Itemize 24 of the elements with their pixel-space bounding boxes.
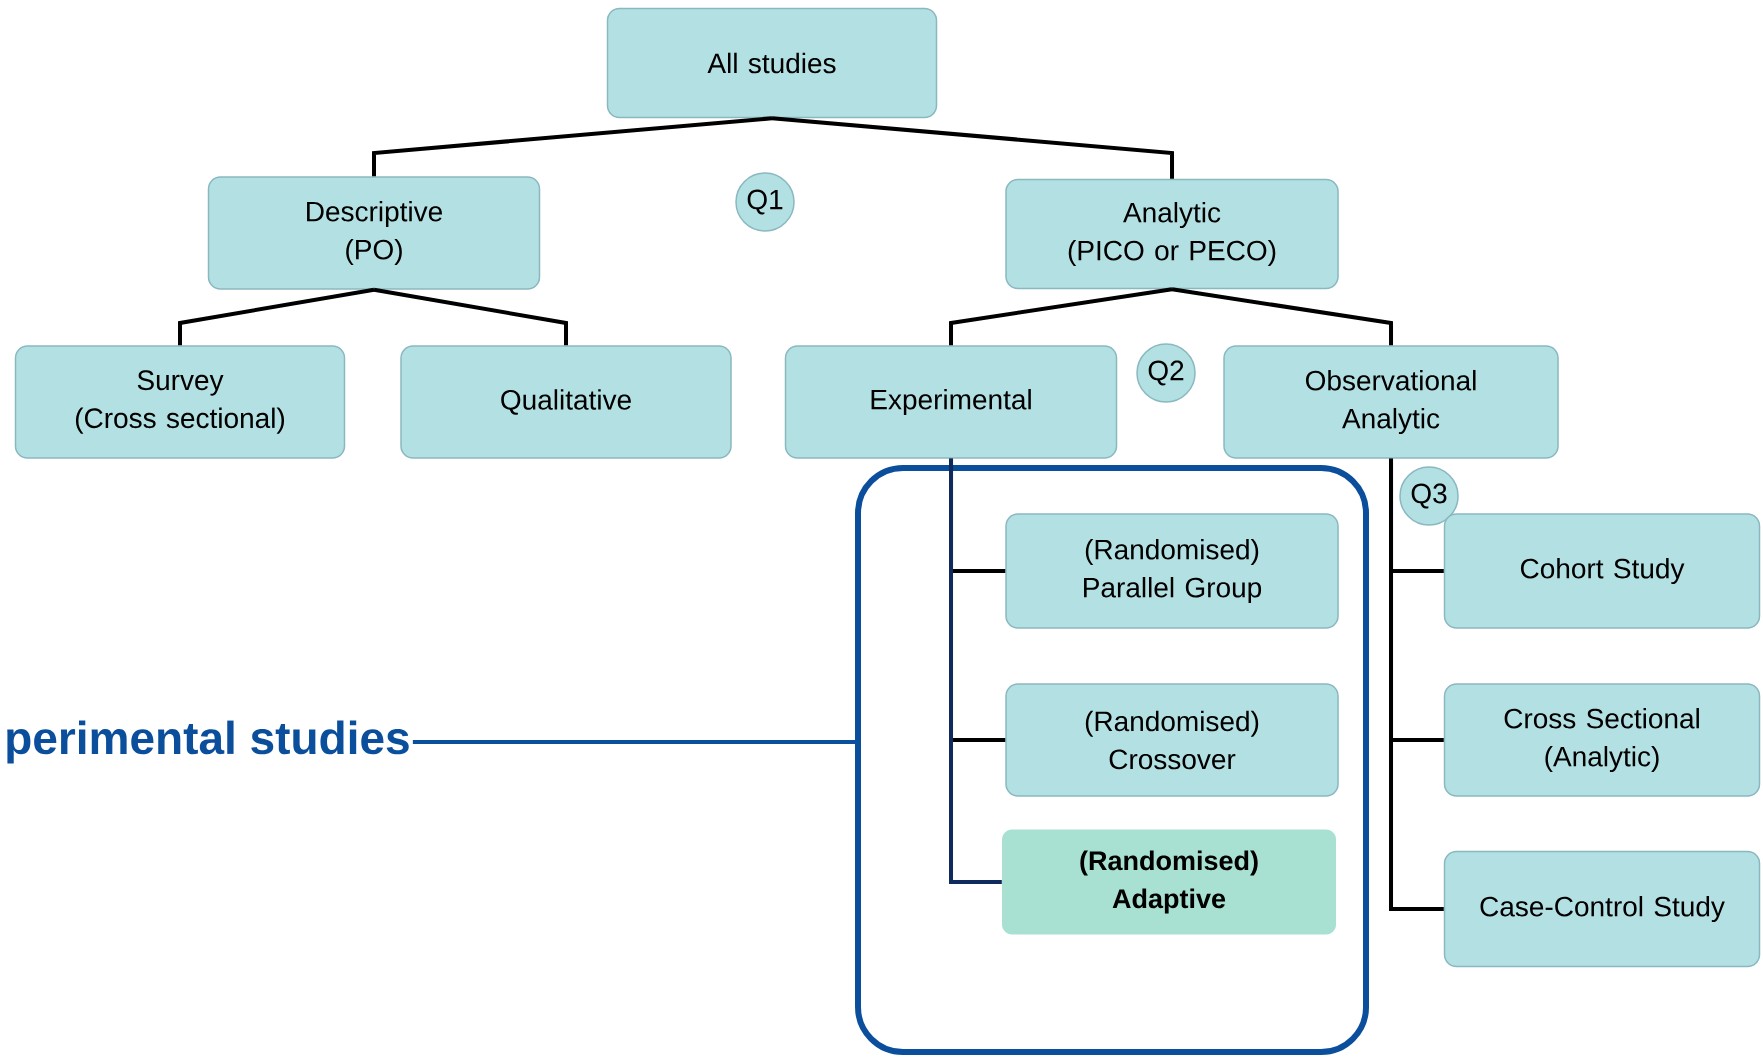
group-label: perimental studies	[7, 720, 409, 764]
leader-line	[412, 740, 855, 744]
study-box: All studies	[606, 7, 938, 119]
study-box: (Randomised) Adaptive	[1002, 829, 1336, 935]
study-box: Cohort Study	[1443, 513, 1761, 629]
group-outline	[855, 465, 1369, 1055]
study-box: (Randomised) Crossover	[1005, 683, 1339, 797]
connector-line	[771, 116, 1174, 179]
study-box: Observational Analytic	[1223, 345, 1559, 459]
connector-line	[949, 287, 1173, 346]
study-box: Cross Sectional (Analytic)	[1443, 683, 1761, 797]
study-box: Experimental	[784, 345, 1118, 459]
connector-line	[1171, 287, 1393, 346]
study-box: Survey (Cross sectional)	[14, 345, 346, 459]
connector-line	[178, 287, 375, 346]
connector-line	[949, 458, 1002, 884]
study-box: Qualitative	[400, 345, 732, 459]
study-box: Analytic (PICO or PECO)	[1005, 178, 1339, 290]
connector-line	[372, 116, 773, 177]
study-box: Case-Control Study	[1443, 850, 1761, 968]
study-box: Descriptive (PO)	[207, 176, 541, 290]
study-box: (Randomised) Parallel Group	[1005, 513, 1339, 629]
connector-line	[1389, 458, 1444, 911]
connector-line	[373, 287, 568, 346]
